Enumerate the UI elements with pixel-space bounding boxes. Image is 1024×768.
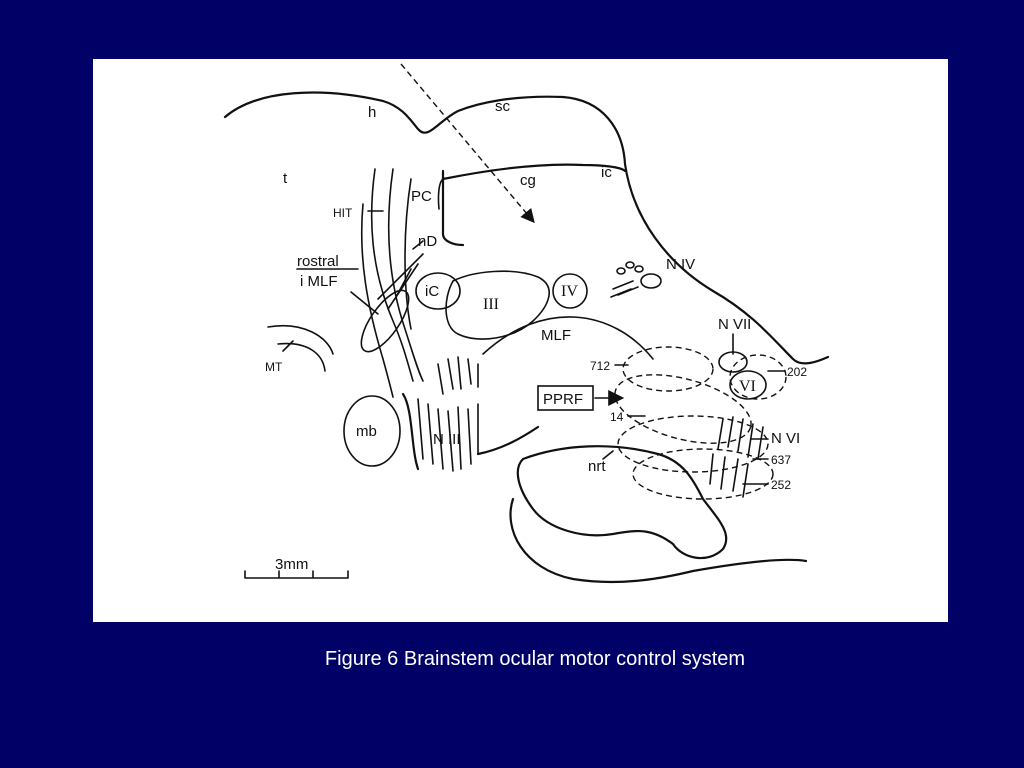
vi-dashed-region xyxy=(729,354,787,400)
nd-fibers xyxy=(377,253,424,310)
fiber-bundle-3 xyxy=(404,178,412,330)
fourth-nerve-nucleus xyxy=(552,273,588,309)
label-imlf: i MLF xyxy=(300,273,338,290)
fiber-bundle-2 xyxy=(388,168,424,382)
mlf-tract xyxy=(482,316,654,360)
label-pprf: PPRF xyxy=(543,391,583,408)
label-sc: sc xyxy=(495,98,511,115)
label-14: 14 xyxy=(610,410,624,424)
figure-caption: Figure 6 Brainstem ocular motor control … xyxy=(324,648,746,670)
label-h: h xyxy=(368,104,376,121)
n-vi-rootlets xyxy=(709,416,764,498)
pprf-box xyxy=(537,385,594,411)
pprf-region-14 xyxy=(617,415,769,473)
ic-nucleus xyxy=(415,272,461,310)
label-202: 202 xyxy=(787,365,807,379)
mammillary-body xyxy=(343,395,401,467)
n-vii-nucleus xyxy=(718,351,748,373)
label-iv: IV xyxy=(561,283,578,300)
label-n-vii: N VII xyxy=(718,316,751,333)
hit-line xyxy=(360,203,394,398)
label-iii: III xyxy=(483,296,499,313)
brainstem-diagram: h sc t ic cg PC HIT nD rostral i MLF iC … xyxy=(223,63,830,584)
cg-boundary xyxy=(441,169,465,247)
label-n-iii: N III xyxy=(433,431,461,448)
nd-leader xyxy=(412,240,424,250)
nrt-leader xyxy=(602,450,614,460)
label-ic-top: ic xyxy=(601,164,612,181)
label-mt: MT xyxy=(265,360,283,374)
third-nerve-nucleus xyxy=(445,270,550,340)
label-cg: cg xyxy=(520,172,536,189)
n-iv-rootlets xyxy=(610,261,662,298)
ic-boundary xyxy=(441,163,627,181)
label-nrt: nrt xyxy=(588,458,606,475)
label-hit: HIT xyxy=(333,206,353,220)
pprf-region-nrt xyxy=(632,448,774,500)
label-nd: nD xyxy=(418,233,437,250)
label-252: 252 xyxy=(771,478,791,492)
label-n-vi: N VI xyxy=(771,430,800,447)
label-712: 712 xyxy=(590,359,610,373)
scale-bar xyxy=(244,570,349,579)
vi-nucleus xyxy=(729,370,767,400)
mt-tract xyxy=(267,325,334,372)
mt-leader xyxy=(282,340,294,352)
imlf-leader xyxy=(350,291,379,315)
label-t: t xyxy=(283,170,288,187)
ventral-contour xyxy=(476,425,808,584)
pons-outline xyxy=(516,445,728,560)
ic-lower-boundary xyxy=(437,178,444,210)
pprf-region-712 xyxy=(622,346,714,392)
label-mlf: MLF xyxy=(541,327,571,344)
label-637: 637 xyxy=(771,453,791,467)
label-rostral: rostral xyxy=(297,253,339,270)
figure-panel: h sc t ic cg PC HIT nD rostral i MLF iC … xyxy=(93,59,948,622)
dorsal-contour xyxy=(223,91,830,365)
rostral-imlf-nucleus xyxy=(360,289,410,353)
label-pc: PC xyxy=(411,188,432,205)
label-n-iv: N IV xyxy=(666,256,695,273)
label-scale: 3mm xyxy=(275,556,308,573)
label-mb: mb xyxy=(356,423,377,440)
label-vi: VI xyxy=(739,378,756,395)
n-iii-rootlets xyxy=(401,356,479,472)
pprf-region-main xyxy=(614,374,752,444)
label-ic-nucleus: iC xyxy=(425,283,439,300)
fiber-bundle-1 xyxy=(370,168,414,382)
electrode-trajectory xyxy=(400,63,535,224)
